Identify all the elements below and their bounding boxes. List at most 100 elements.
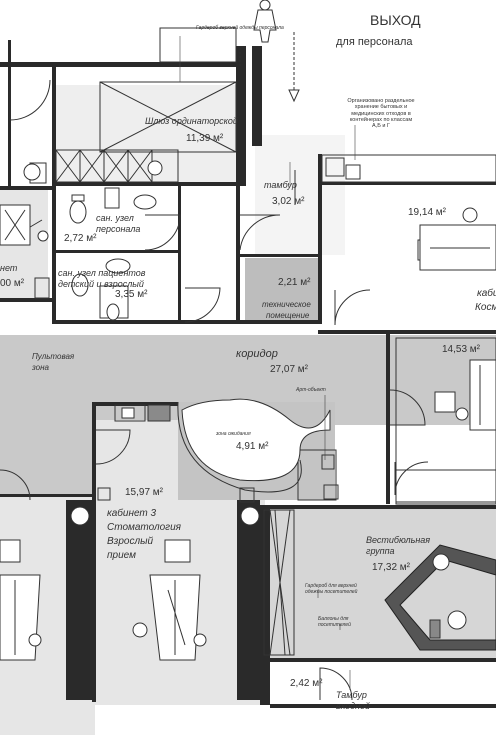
left-cabinet-area: 00 м² (0, 278, 25, 289)
toilet-tank (71, 194, 85, 202)
sink-unit (114, 404, 146, 422)
wc-staff-area: 2,72 м² (64, 233, 97, 244)
note-waste: Организовано раздельное хранение бытовых… (347, 98, 415, 130)
basin-icon (240, 506, 260, 526)
cabinet-right-name1: кабин (477, 288, 496, 299)
door-arc (9, 79, 51, 121)
vestibule-entry-name2: входной (336, 701, 371, 711)
sink-icon (133, 194, 157, 210)
note-wardrobe-visitors: Гардероб для верхней одежды посетителей (305, 583, 358, 595)
column (239, 487, 255, 503)
wall (318, 154, 322, 324)
door-arc (319, 667, 353, 701)
exit-subtitle: для персонала (336, 36, 413, 48)
wc-staff-name1: сан. узел (96, 213, 134, 223)
control-name2: зона (32, 363, 49, 372)
sink-icon (121, 407, 135, 419)
lockers (55, 149, 179, 183)
vestibule-staff-name: тамбур (264, 180, 297, 190)
wall (56, 250, 180, 253)
waiting-name: зона ожидания (216, 431, 251, 437)
wall (252, 46, 262, 146)
wardrobe-box (159, 27, 237, 63)
wall (0, 494, 92, 497)
cabinet3-line2: Стоматология (107, 522, 182, 533)
wardrobe-visitors-outline (263, 509, 295, 656)
art-object-item (323, 484, 339, 500)
left-cabinet-name: нет (0, 263, 18, 273)
airlock-name: Шлюз ординаторской (145, 116, 238, 126)
lobby-name1: Вестибюльная (366, 535, 431, 545)
vestibule-staff-area: 3,02 м² (272, 196, 305, 207)
door-arc (95, 429, 131, 465)
control-name1: Пультовая (32, 352, 75, 361)
walls (0, 40, 496, 708)
lobby-area: 17,32 м² (372, 562, 411, 573)
dental-chair-icon (417, 207, 496, 271)
sink-icon (105, 258, 131, 274)
fixture-icon (37, 230, 49, 242)
cabinet3-line3: Взрослый (107, 536, 154, 547)
wall (0, 62, 245, 67)
room19-area: 19,14 м² (408, 207, 447, 218)
waiting-wave-edge (177, 401, 302, 493)
counter-top (321, 154, 496, 183)
airlock-area: 11,39 м² (186, 133, 224, 144)
fixture-icon (23, 163, 41, 181)
dental-chair-icon (0, 204, 31, 246)
wall (56, 182, 236, 186)
fixture (34, 277, 50, 299)
lobby-name2: группа (366, 546, 395, 556)
dental-chair-icon (132, 539, 207, 661)
basin-icon (70, 506, 90, 526)
pc-icon (429, 619, 441, 639)
tech-name1: техническое (262, 300, 311, 309)
tech-area: 2,21 м² (278, 277, 311, 288)
wall (178, 186, 181, 324)
wall (266, 658, 496, 662)
art-object-box (297, 449, 337, 501)
waste-bin (345, 164, 361, 180)
wall (236, 186, 240, 324)
wc-staff-name2: персонала (96, 224, 141, 234)
tech-room-fill (245, 258, 320, 324)
corridor-area: 27,07 м² (270, 364, 309, 375)
dental-chair-icon (0, 539, 42, 661)
chair-icon (447, 610, 467, 630)
door-arc (394, 461, 429, 496)
door-arc (389, 389, 426, 426)
wall (92, 402, 178, 406)
door-arc (334, 289, 371, 326)
dental-chair-icon (434, 359, 496, 431)
column (97, 487, 111, 501)
cabinet3-area: 15,97 м² (125, 487, 164, 498)
wall (237, 500, 260, 700)
wall (92, 402, 96, 702)
wall (0, 298, 52, 302)
cabinet-right-name2: Косм (475, 302, 496, 313)
wall (260, 505, 270, 705)
corridor-left-fill (0, 425, 95, 495)
waiting-wave (181, 398, 331, 482)
fixture-icon (147, 160, 163, 176)
wc-patients-area: 3,35 м² (115, 289, 148, 300)
wall (318, 182, 496, 185)
wall (236, 46, 246, 186)
cabinet3-line1: кабинет 3 (107, 508, 157, 519)
cabinet3-line4: прием (107, 550, 136, 561)
door-arc (0, 469, 31, 501)
wall (0, 186, 52, 190)
wall (270, 704, 496, 708)
wc-patients-name2: детский и взрослый (58, 279, 144, 289)
vestibule-entry-area: 2,42 м² (290, 678, 323, 689)
exit-arrow-icon (288, 89, 300, 103)
vestibule-staff-fill (255, 135, 345, 255)
counter (395, 469, 496, 505)
wall (386, 334, 390, 504)
wc-patients-name1: сан. узел пациентов (58, 268, 146, 278)
art-object-item (321, 454, 335, 470)
wall (52, 62, 56, 324)
door-arc (144, 214, 181, 251)
